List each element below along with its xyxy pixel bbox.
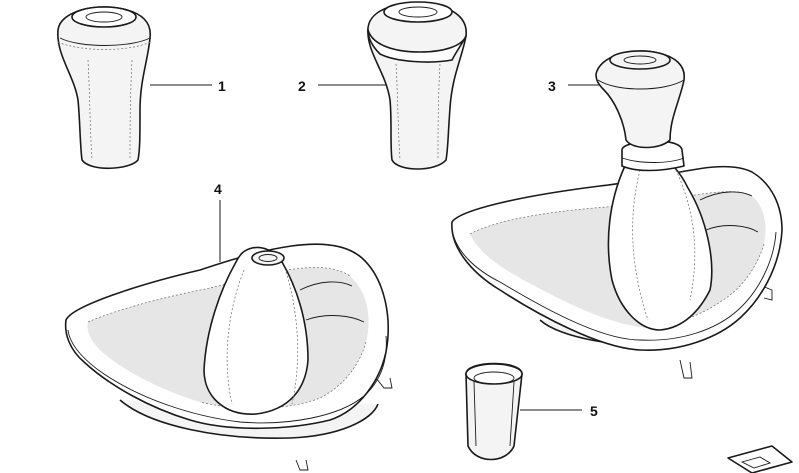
callout-5: 5 <box>590 403 598 419</box>
callout-2: 2 <box>298 78 306 94</box>
part-2-gear-knob-trim[interactable] <box>367 1 467 170</box>
callout-4: 4 <box>214 181 222 197</box>
callout-3: 3 <box>548 78 556 94</box>
part-5-sleeve-ring[interactable] <box>465 362 523 461</box>
part-3-gear-knob-with-boot[interactable] <box>451 50 783 379</box>
catalog-corner-logo-icon <box>727 445 793 473</box>
part-4-shift-boot-frame[interactable] <box>64 243 393 471</box>
part-1-gear-knob[interactable] <box>57 6 151 170</box>
callout-1: 1 <box>218 78 226 94</box>
